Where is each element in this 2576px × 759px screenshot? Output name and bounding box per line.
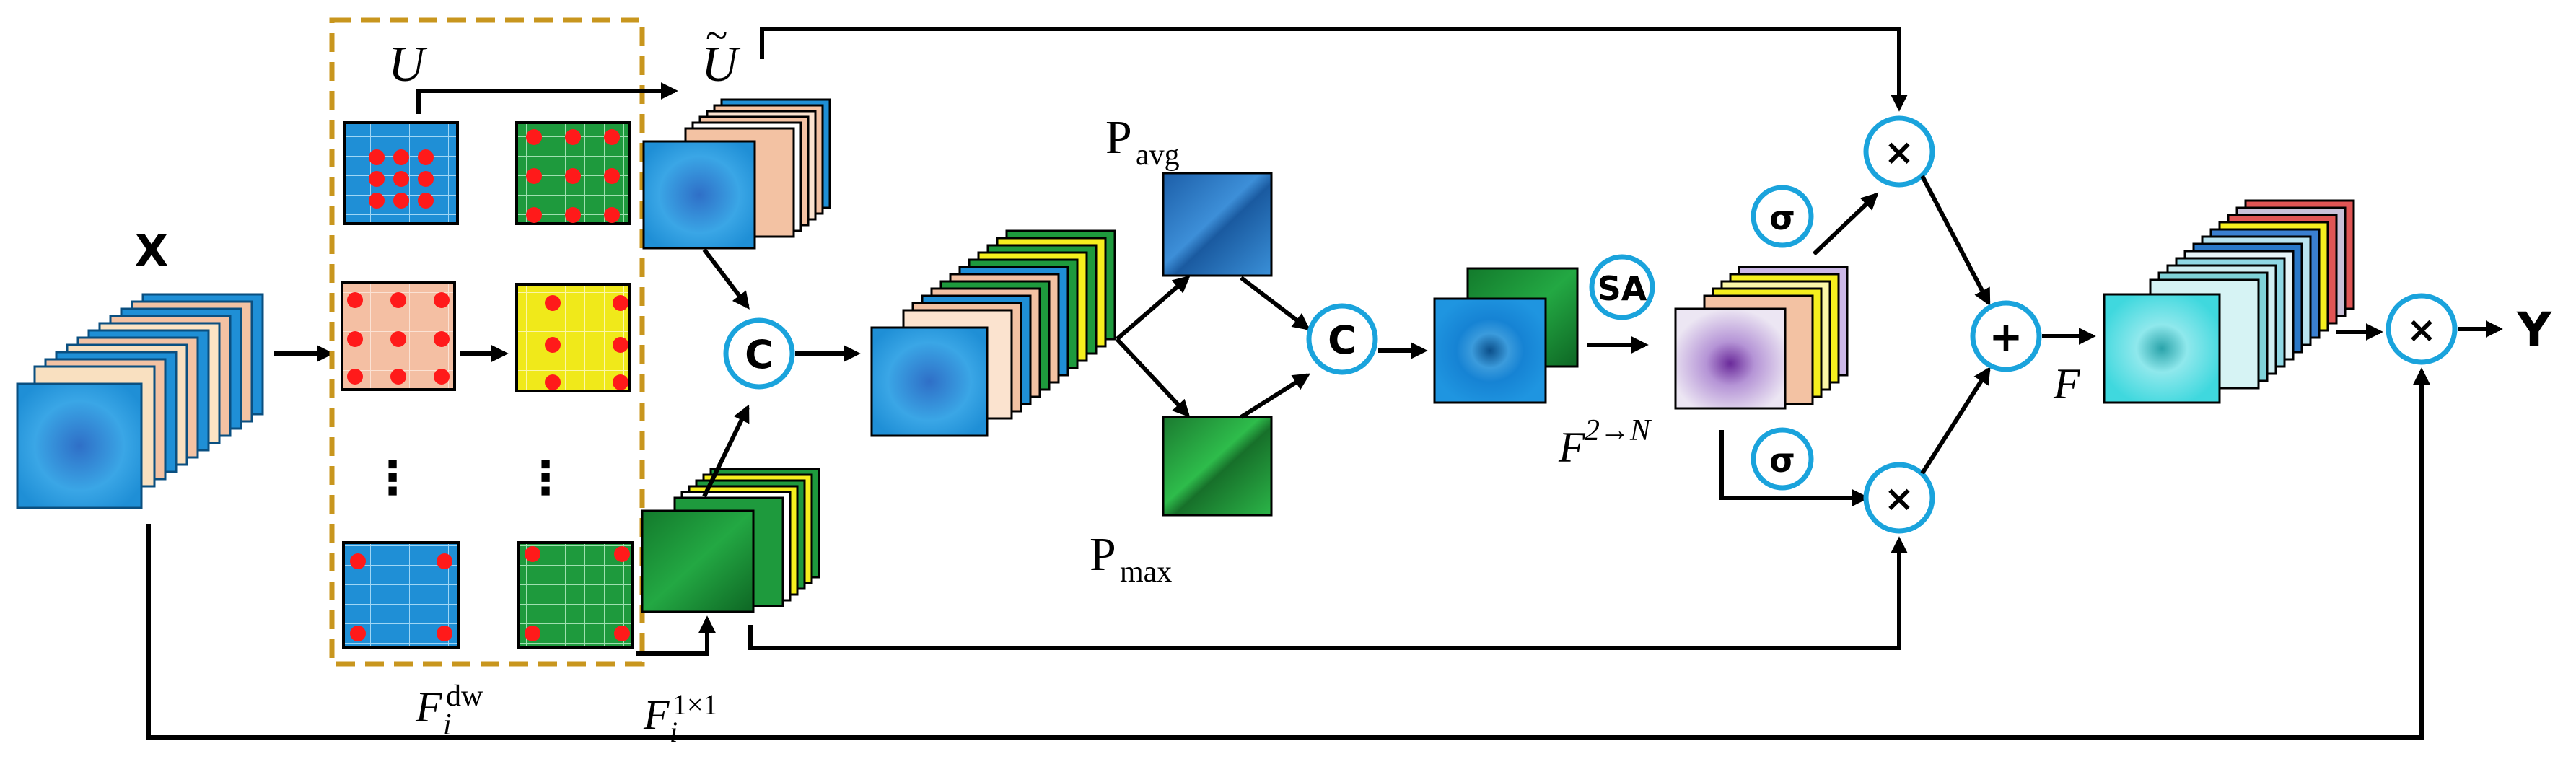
arrow-to-avg-pool	[1116, 275, 1191, 341]
concat-operator-1: C	[723, 317, 795, 390]
sigmoid-operator-upper: σ	[1751, 185, 1814, 248]
svg-text:σ: σ	[1769, 198, 1795, 237]
arrow-attention-to-upper-multiply	[1812, 192, 1879, 256]
input-feature-stack: X	[16, 226, 264, 509]
svg-text:+: +	[1989, 314, 2023, 361]
multiply-operator-upper: ×	[1863, 115, 1935, 188]
output-label: Y	[2516, 302, 2552, 358]
svg-text:C: C	[1328, 317, 1357, 363]
arrow-max-to-concat	[1240, 373, 1311, 419]
multiply-operator-lower: ×	[1863, 462, 1935, 534]
depthwise-kernel-blue-dense	[343, 121, 459, 225]
arrow-attention-to-lower-multiply	[1719, 430, 1870, 506]
u-tilde-label: U ~	[701, 14, 741, 92]
svg-text:×: ×	[1884, 131, 1914, 173]
svg-text:C: C	[745, 332, 774, 377]
svg-text:SA: SA	[1598, 269, 1647, 308]
svg-text:1×1: 1×1	[673, 688, 718, 721]
svg-text:2→N: 2→N	[1585, 414, 1652, 447]
arrow-green-to-concat	[702, 404, 750, 498]
multiply-operator-final: ×	[2386, 293, 2458, 365]
grouped-conv-dashed-box	[329, 17, 645, 667]
svg-text:P: P	[1105, 111, 1132, 164]
svg-text:U: U	[701, 37, 741, 92]
u-tilde-blue-stack	[642, 98, 831, 250]
pooled-pair-maps	[1433, 267, 1579, 404]
attention-output-label: F 2→N	[1558, 414, 1652, 471]
attention-map-stack	[1674, 266, 1849, 410]
add-operator: +	[1970, 300, 2042, 372]
concat-operator-2: C	[1306, 303, 1378, 375]
svg-text:×: ×	[1884, 478, 1914, 519]
fused-feature-stack	[2103, 199, 2355, 404]
pointwise-output-green-stack	[641, 468, 820, 613]
arrow-avg-to-concat	[1240, 276, 1310, 330]
svg-text:max: max	[1120, 556, 1172, 589]
pointwise-conv-label: F i 1×1	[643, 688, 718, 748]
arrow-green-bypass	[748, 536, 1908, 650]
sigmoid-operator-lower: σ	[1751, 427, 1814, 491]
ellipsis-left: ⋮	[369, 452, 416, 505]
input-label: X	[135, 226, 168, 276]
depthwise-conv-label: F i dw	[415, 680, 483, 742]
arrow-kernels-to-pointwise-output	[636, 615, 716, 656]
depthwise-kernel-blue-sparse	[342, 541, 460, 649]
svg-text:F: F	[415, 683, 443, 731]
depthwise-kernel-peach	[341, 281, 456, 391]
svg-text:avg: avg	[1136, 139, 1180, 172]
arrow-u-to-u-tilde	[416, 82, 678, 114]
ellipsis-right: ⋮	[522, 452, 569, 505]
svg-text:σ: σ	[1769, 441, 1795, 480]
svg-text:dw: dw	[446, 680, 483, 713]
arrow-lower-multiply-to-add	[1920, 366, 1991, 475]
svg-text:×: ×	[2406, 309, 2437, 351]
svg-text:i: i	[443, 708, 452, 742]
arrow-u-tilde-bypass	[760, 27, 1908, 112]
svg-text:P: P	[1090, 528, 1116, 581]
svg-text:~: ~	[706, 14, 727, 58]
input-stack-layers	[16, 293, 264, 509]
svg-text:F: F	[1558, 424, 1586, 471]
avg-pool-map: P avg	[1105, 111, 1273, 277]
u-label: U	[388, 37, 428, 92]
arrow-upper-multiply-to-add	[1920, 175, 1991, 307]
fused-feature-label: F	[2053, 360, 2081, 408]
pointwise-kernel-yellow	[515, 283, 631, 392]
arrow-to-max-pool	[1115, 337, 1191, 418]
max-pool-map: P max	[1090, 416, 1273, 589]
arrow-u-tilde-to-concat	[702, 248, 750, 310]
spatial-attention-operator: SA	[1589, 254, 1655, 320]
pointwise-kernel-green-sparse	[517, 541, 634, 649]
pointwise-kernel-green-dilated	[515, 121, 631, 225]
concatenated-feature-stack	[870, 229, 1116, 437]
svg-text:i: i	[670, 716, 678, 748]
svg-text:F: F	[643, 691, 670, 738]
arrow-input-skip-connection	[146, 367, 2430, 740]
